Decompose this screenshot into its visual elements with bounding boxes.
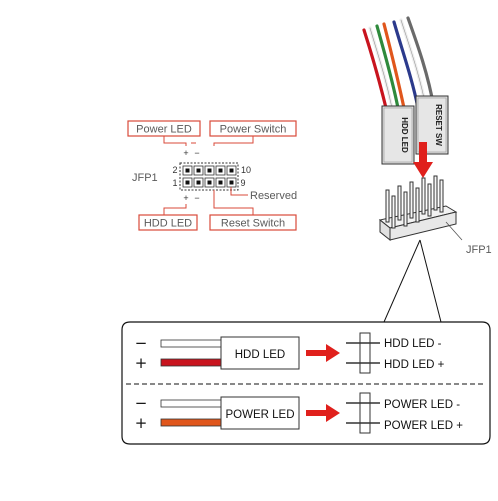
reset-switch-label: Reset Switch xyxy=(221,218,285,230)
hdd-led-connector-box xyxy=(220,336,300,370)
power-minus-wire xyxy=(160,399,222,408)
power-pins xyxy=(346,392,380,434)
hdd-plus-sign: + xyxy=(135,354,148,372)
pin-number-1: 1 xyxy=(172,178,177,188)
insert-arrow-icon xyxy=(413,142,433,178)
wire-bundle xyxy=(362,16,436,110)
hdd-pins xyxy=(346,332,380,374)
jfp1-pinout-diagram: Power LED Power Switch + − 2 1 xyxy=(127,120,297,231)
jfp1-header-3d xyxy=(378,175,458,242)
pin-header xyxy=(179,162,239,191)
jfp1-label-left: JFP1 xyxy=(132,172,158,184)
pin-number-10: 10 xyxy=(241,165,251,175)
power-led-wiring-row: − + POWER LED POWER LED - POWER LED + xyxy=(135,392,463,434)
power-led-minus-pin-label: POWER LED - xyxy=(384,399,460,411)
pin-number-2: 2 xyxy=(172,165,177,175)
reserved-label: Reserved xyxy=(250,190,297,202)
reset-sw-plug-label: RESET SW xyxy=(434,104,443,146)
hdd-minus-sign: − xyxy=(135,334,148,352)
hdd-led-wiring-row: − + HDD LED HDD LED - HDD LED + xyxy=(135,332,445,374)
plus-sign-bottom: + xyxy=(183,193,188,203)
hdd-led-connector-label: HDD LED xyxy=(235,349,285,361)
power-minus-sign: − xyxy=(135,394,148,412)
minus-sign-top: − xyxy=(194,148,199,158)
hdd-led-minus-pin-label: HDD LED - xyxy=(384,338,442,350)
jfp1-label-right: JFP1 xyxy=(466,244,492,256)
power-led-connector-box xyxy=(220,396,300,430)
connector-illustration: HDD LED RESET SW xyxy=(362,16,492,323)
power-led-connector-label: POWER LED xyxy=(225,409,294,421)
reset-switch-label-box xyxy=(209,214,297,231)
power-plus-wire xyxy=(160,418,222,427)
hdd-arrow-icon xyxy=(306,344,340,362)
power-plus-sign: + xyxy=(135,414,148,432)
power-arrow-icon xyxy=(306,404,340,422)
minus-sign-bottom: − xyxy=(194,193,199,203)
hdd-led-label-box xyxy=(138,214,198,231)
hdd-led-label: HDD LED xyxy=(144,218,192,230)
plus-sign-top: + xyxy=(183,148,188,158)
hdd-plus-wire xyxy=(160,358,222,367)
wiring-detail-box: − + HDD LED HDD LED - HDD LED + − + xyxy=(121,321,491,445)
hdd-led-plus-pin-label: HDD LED + xyxy=(384,359,445,371)
pin-number-9: 9 xyxy=(240,178,245,188)
hdd-minus-wire xyxy=(160,339,222,348)
hdd-led-plug: HDD LED xyxy=(381,105,415,165)
power-led-plus-pin-label: POWER LED + xyxy=(384,420,463,432)
power-led-label: Power LED xyxy=(136,124,192,136)
hdd-led-plug-label: HDD LED xyxy=(400,117,409,153)
power-switch-label: Power Switch xyxy=(220,124,287,136)
